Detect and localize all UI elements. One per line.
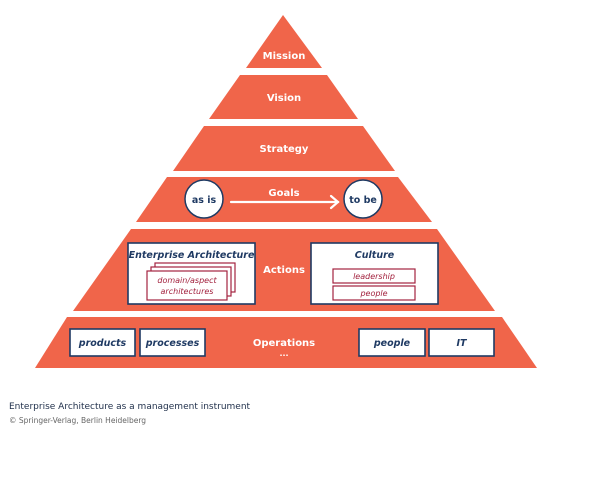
caption-title: Enterprise Architecture as a management … <box>9 402 251 412</box>
culture-title: Culture <box>355 250 395 261</box>
caption-copyright: © Springer-Verlag, Berlin Heidelberg <box>9 416 147 425</box>
operations-item-label: processes <box>145 338 200 349</box>
level-vision <box>209 75 358 119</box>
enterprise-architecture-title: Enterprise Architecture <box>129 250 255 261</box>
actions-label: Actions <box>263 265 305 276</box>
level-strategy <box>173 126 395 171</box>
culture-item-label: leadership <box>353 272 395 281</box>
as-is-label: as is <box>192 195 217 206</box>
to-be-circle <box>343 179 383 219</box>
operations-ellipsis: ... <box>279 349 288 358</box>
culture-item-leadership <box>332 268 416 284</box>
operations-item-processes <box>139 328 206 357</box>
domain-aspect-line2: architectures <box>161 287 214 296</box>
domain-aspect-line1: domain/aspect <box>157 276 217 285</box>
mission-label: Mission <box>263 51 306 62</box>
domain-aspect-architectures-box <box>146 270 228 301</box>
culture-item-people <box>332 285 416 301</box>
operations-item-it <box>428 328 495 357</box>
culture-item-label: people <box>359 289 387 298</box>
arrow-right-icon <box>229 194 340 210</box>
vision-label: Vision <box>267 93 301 104</box>
operations-item-label: products <box>78 338 127 349</box>
level-mission <box>246 15 322 68</box>
level-goals <box>136 177 432 222</box>
goals-label: Goals <box>268 188 299 199</box>
to-be-label: to be <box>349 195 377 206</box>
operations-item-people <box>358 328 426 357</box>
operations-label: Operations <box>253 338 315 349</box>
operations-item-label: IT <box>456 338 468 349</box>
strategy-label: Strategy <box>260 144 309 155</box>
as-is-circle <box>184 179 224 219</box>
operations-item-label: people <box>373 338 411 349</box>
operations-item-products <box>69 328 136 357</box>
